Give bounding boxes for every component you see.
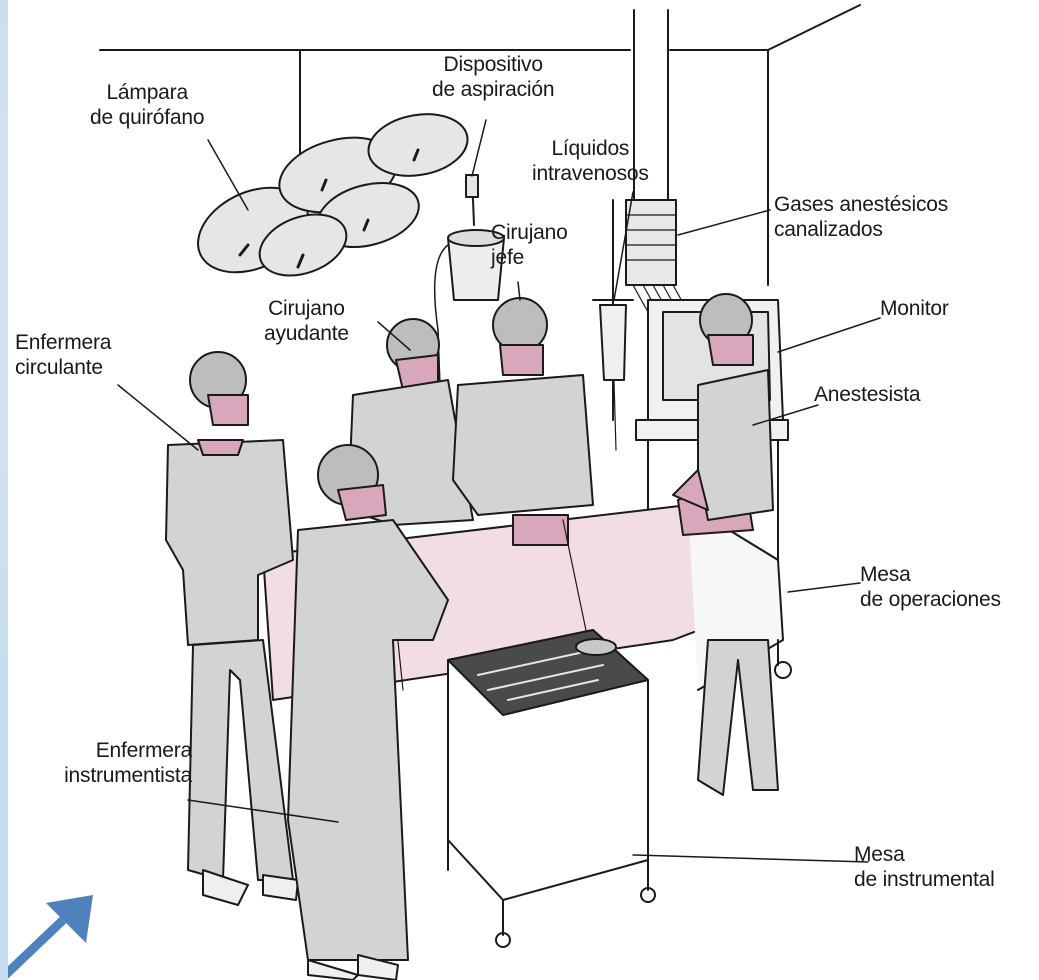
operating-room-illustration <box>8 0 1039 980</box>
surgical-lamp <box>184 107 472 289</box>
instrument-table <box>448 630 655 947</box>
label-monitor: Monitor <box>880 296 949 321</box>
label-anestesista: Anestesista <box>814 382 920 407</box>
slide-arrow <box>8 895 93 980</box>
scrub-nurse-figure <box>288 445 448 980</box>
chief-surgeon-figure <box>453 298 593 515</box>
ceiling-line <box>100 5 860 50</box>
